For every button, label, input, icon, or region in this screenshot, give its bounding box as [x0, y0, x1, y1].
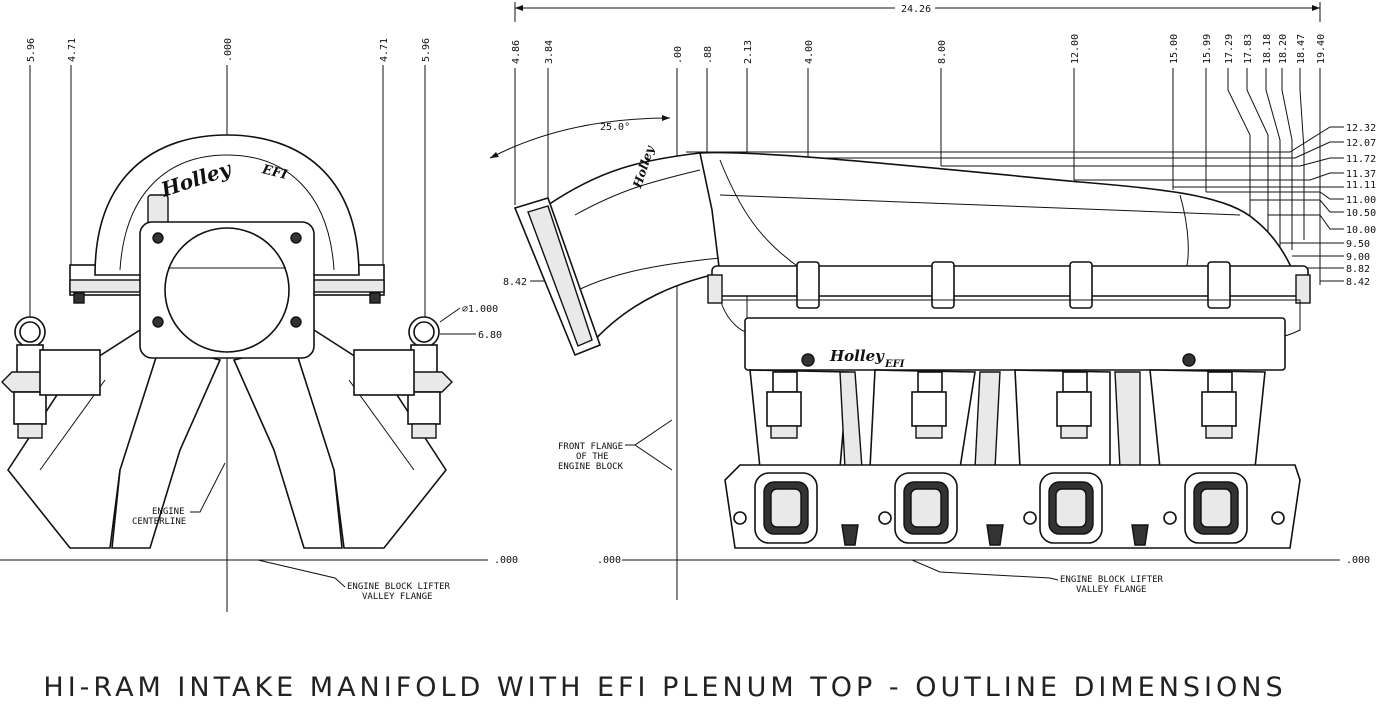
side-ports — [754, 472, 1248, 544]
side-view: 24.26 4.86 3.84 .00 .88 2.13 4.00 8.00 1… — [489, 2, 1376, 600]
side-dim-11: 17.29 — [1224, 34, 1235, 64]
side-bolt-holes — [733, 511, 1285, 546]
side-baseline-right: .000 — [1346, 555, 1370, 566]
side-brand-rail: Holley — [829, 347, 885, 365]
side-dim-4: .88 — [703, 46, 714, 64]
side-lifter-note-2: VALLEY FLANGE — [1076, 585, 1146, 595]
side-right-dim-11: 8.82 — [1346, 264, 1370, 275]
plenum-clips — [796, 261, 1231, 309]
side-right-dim-7: 10.50 — [1346, 208, 1376, 219]
side-dim-15: 18.47 — [1296, 34, 1307, 64]
side-dim-7: 8.00 — [937, 40, 948, 64]
side-right-dims: 12.32 12.07 11.72 11.37 11.11 11.00 10.5… — [686, 123, 1376, 288]
front-diameter-label: ⌀1.000 — [462, 304, 498, 315]
side-injectors — [766, 371, 1237, 439]
side-baseline-left: .000 — [597, 555, 621, 566]
side-right-dim-4: 11.37 — [1346, 169, 1376, 180]
side-dim-10: 15.99 — [1202, 34, 1213, 64]
side-right-dim-2: 12.07 — [1346, 138, 1376, 149]
side-front-flange-note-2: OF THE — [576, 452, 609, 462]
front-dim-5: 5.96 — [421, 38, 432, 62]
side-lifter-note-1: ENGINE BLOCK LIFTER — [1060, 575, 1164, 585]
side-dim-2: 3.84 — [544, 40, 555, 64]
side-top-dims: 4.86 3.84 .00 .88 2.13 4.00 8.00 12.00 1… — [511, 34, 1327, 64]
side-dim-14: 18.20 — [1278, 34, 1289, 64]
side-dim-5: 2.13 — [743, 40, 754, 64]
front-dim-3: .000 — [223, 38, 234, 62]
side-dim-13: 18.18 — [1262, 34, 1273, 64]
side-front-flange-note-3: ENGINE BLOCK — [558, 462, 624, 472]
front-lifter-note-2: VALLEY FLANGE — [362, 592, 432, 602]
front-dim-1: 5.96 — [26, 38, 37, 62]
side-right-dim-12: 8.42 — [1346, 277, 1370, 288]
front-brand-suffix: EFI — [260, 162, 290, 183]
side-right-dim-6: 11.00 — [1346, 195, 1376, 206]
front-centerline-note-1: ENGINE — [152, 507, 185, 517]
side-runners — [749, 369, 1266, 469]
side-dim-12: 17.83 — [1243, 34, 1254, 64]
side-front-flange-note-1: FRONT FLANGE — [558, 442, 623, 452]
front-baseline-label: .000 — [494, 555, 518, 566]
front-dim-2: 4.71 — [67, 38, 78, 62]
side-right-dim-10: 9.00 — [1346, 252, 1370, 263]
side-dim-16: 19.40 — [1316, 34, 1327, 64]
front-height-label: 6.80 — [478, 330, 502, 341]
drawing-title: HI-RAM INTAKE MANIFOLD WITH EFI PLENUM T… — [43, 672, 1287, 703]
front-view: 5.96 4.71 .000 4.71 5.96 .000 — [0, 38, 518, 612]
side-overall-length: 24.26 — [901, 4, 931, 15]
side-dim-8: 12.00 — [1070, 34, 1081, 64]
side-angle-label: 25.0° — [600, 122, 630, 133]
side-brand-rail-suffix: EFI — [884, 359, 905, 370]
side-dim-3: .00 — [673, 46, 684, 64]
front-top-dims: 5.96 4.71 .000 4.71 5.96 — [26, 38, 432, 62]
side-right-dim-3: 11.72 — [1346, 154, 1376, 165]
front-lifter-note-1: ENGINE BLOCK LIFTER — [347, 582, 451, 592]
side-left-dim: 8.42 — [503, 277, 527, 288]
front-centerline-note-2: CENTERLINE — [132, 517, 186, 527]
side-dim-9: 15.00 — [1169, 34, 1180, 64]
side-right-dim-8: 10.00 — [1346, 225, 1376, 236]
side-dim-1: 4.86 — [511, 40, 522, 64]
side-dim-6: 4.00 — [804, 40, 815, 64]
side-right-dim-5: 11.11 — [1346, 180, 1376, 191]
side-right-dim-1: 12.32 — [1346, 123, 1376, 134]
front-dim-4: 4.71 — [379, 38, 390, 62]
side-right-dim-9: 9.50 — [1346, 239, 1370, 250]
